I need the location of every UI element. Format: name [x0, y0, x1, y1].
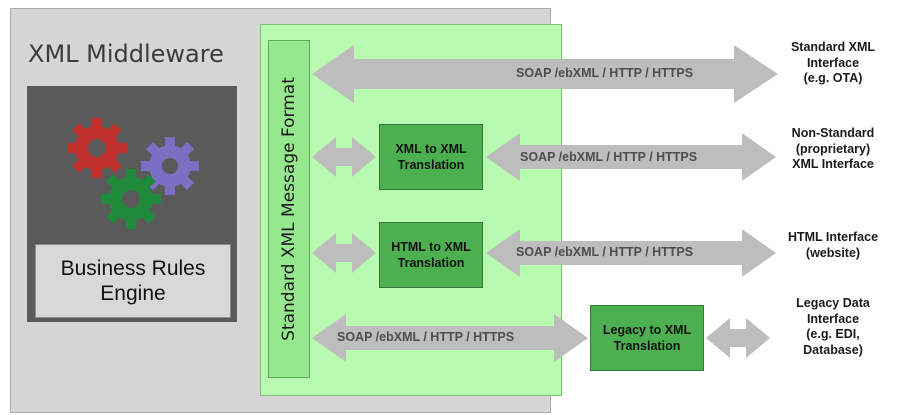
- red-gear-icon: [67, 118, 127, 178]
- green-gear-icon: [101, 169, 161, 229]
- legacy-to-xml-translation-box: Legacy to XML Translation: [590, 305, 704, 371]
- xml-to-xml-translation-box: XML to XML Translation: [379, 124, 483, 190]
- interface-label-legacy-data: Legacy Data Interface (e.g. EDI, Databas…: [796, 296, 870, 357]
- short-arrow-row4-right: [706, 318, 770, 358]
- short-arrow-row2-left: [312, 137, 376, 177]
- bidirectional-arrow-row2: [486, 133, 776, 181]
- protocol-label-row4: SOAP /ebXML / HTTP / HTTPS: [337, 330, 515, 344]
- purple-gear-icon: [141, 137, 199, 195]
- standard-xml-format-bar: [268, 40, 310, 378]
- protocol-label-row3: SOAP /ebXML / HTTP / HTTPS: [516, 245, 694, 259]
- bidirectional-arrow-row1: [312, 45, 778, 103]
- business-rules-engine-label: Business Rules Engine: [35, 244, 231, 318]
- interface-label-non-standard-xml: Non-Standard (proprietary) XML Interface: [791, 126, 875, 172]
- bidirectional-arrow-row3: [486, 229, 776, 277]
- middleware-title: XML Middleware: [28, 40, 224, 68]
- bidirectional-arrow-row4: [312, 314, 588, 362]
- protocol-label-row2: SOAP /ebXML / HTTP / HTTPS: [520, 150, 698, 164]
- interface-label-standard-xml: Standard XML Interface (e.g. OTA): [790, 40, 876, 86]
- gears-icon: [67, 118, 199, 229]
- short-arrow-row3-left: [312, 233, 376, 273]
- interface-label-html: HTML Interface (website): [787, 230, 879, 260]
- html-to-xml-translation-box: HTML to XML Translation: [379, 222, 483, 288]
- protocol-label-row1: SOAP /ebXML / HTTP / HTTPS: [516, 66, 694, 80]
